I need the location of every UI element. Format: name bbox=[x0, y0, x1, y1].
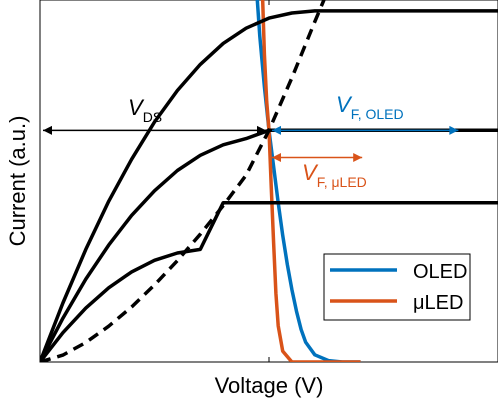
legend-label-uled: μLED bbox=[413, 292, 463, 314]
annotation-arrowhead-right-0 bbox=[257, 125, 266, 135]
annotation-label-main-2: V bbox=[302, 160, 319, 185]
annotation-0: VDS bbox=[43, 95, 266, 135]
transistor-curve-3 bbox=[40, 128, 498, 362]
transistor-curve-2 bbox=[40, 9, 498, 362]
annotation-label-sub-2: F, μLED bbox=[317, 174, 367, 190]
annotation-label-0: VDS bbox=[128, 95, 162, 125]
y-axis-title: Current (a.u.) bbox=[5, 116, 30, 247]
legend-label-oled: OLED bbox=[413, 261, 467, 283]
series-uled-curve bbox=[260, 0, 361, 362]
annotation-arrowhead-left-1 bbox=[272, 125, 281, 135]
annotation-label-1: VF, OLED bbox=[336, 92, 404, 122]
legend-box bbox=[323, 253, 471, 321]
transistor-curve-5 bbox=[40, 0, 326, 362]
annotation-label-sub-0: DS bbox=[143, 109, 162, 125]
annotation-2: VF, μLED bbox=[272, 152, 367, 190]
annotation-label-sub-1: F, OLED bbox=[351, 106, 404, 122]
legend: OLED μLED bbox=[323, 253, 471, 321]
annotation-arrowhead-left-0 bbox=[43, 125, 52, 135]
annotation-arrowhead-right-1 bbox=[449, 125, 459, 135]
series-layer bbox=[40, 0, 498, 362]
annotation-arrowhead-left-2 bbox=[272, 152, 281, 162]
annotation-label-main-0: V bbox=[128, 95, 145, 120]
series-oled-curve bbox=[255, 0, 361, 362]
transistor-curve-4 bbox=[40, 200, 498, 362]
annotation-label-2: VF, μLED bbox=[302, 160, 367, 190]
x-axis-title: Voltage (V) bbox=[215, 373, 324, 398]
annotation-label-main-1: V bbox=[336, 92, 353, 117]
annotation-1: VF, OLED bbox=[272, 92, 459, 135]
annotation-arrowhead-right-2 bbox=[353, 152, 363, 162]
